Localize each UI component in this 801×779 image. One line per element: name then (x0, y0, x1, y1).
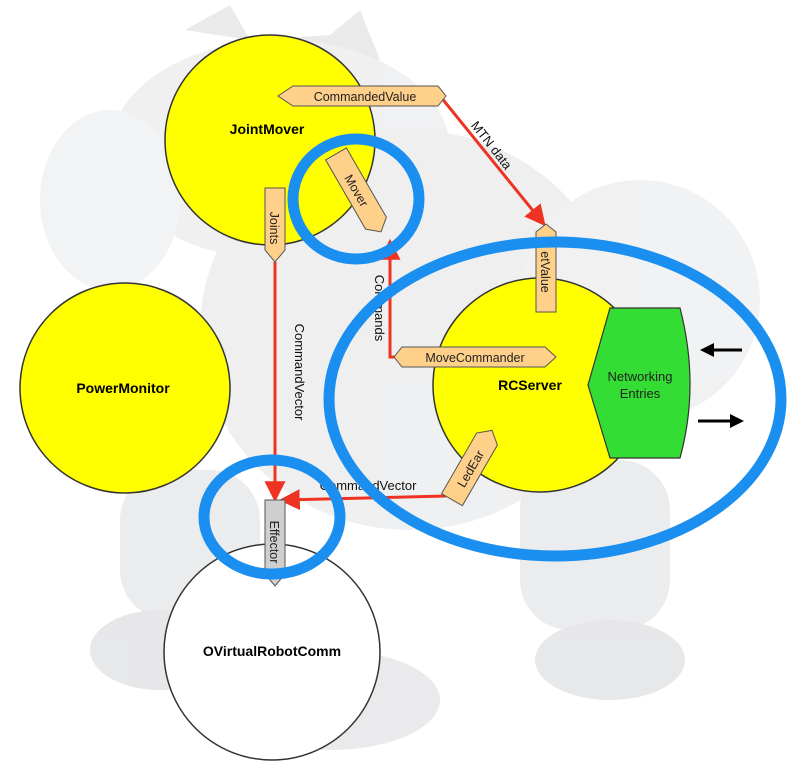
highlight-ring-mover (287, 133, 425, 265)
edge-mtn-data (438, 95, 546, 227)
power-monitor-node[interactable] (19, 282, 231, 494)
rc-server-label: RCServer (498, 377, 562, 393)
network-out-arrowhead-icon (730, 414, 744, 428)
networking-entries-block[interactable] (587, 307, 691, 459)
joints-port-label: Joints (267, 212, 281, 245)
networking-entries-label-line2: Entries (620, 386, 661, 401)
set-value-port-label: etValue (538, 251, 552, 293)
edge-command-vector-horizontal (278, 489, 447, 511)
commanded-value-port-label: CommandedValue (314, 90, 417, 104)
move-commander-port[interactable]: MoveCommander (393, 346, 557, 368)
network-in-arrowhead-icon (700, 343, 714, 357)
effector-port[interactable]: Effector (264, 499, 286, 587)
move-commander-port-label: MoveCommander (425, 351, 524, 365)
highlight-ring-rc-server (323, 236, 787, 562)
edge-label-command-vector-vertical: CommandVector (292, 324, 307, 421)
networking-entries-label-line1: Networking (607, 369, 672, 384)
effector-port-label: Effector (267, 521, 281, 564)
virtual-robot-comm-label: OVirtualRobotComm (203, 643, 341, 659)
joints-port[interactable]: Joints (264, 187, 286, 263)
led-ear-port[interactable]: LedEar (440, 424, 503, 507)
power-monitor-label: PowerMonitor (76, 380, 170, 396)
highlight-ring-effector (198, 454, 346, 580)
commanded-value-port[interactable]: CommandedValue (277, 85, 447, 107)
joint-mover-label: JointMover (230, 121, 305, 137)
